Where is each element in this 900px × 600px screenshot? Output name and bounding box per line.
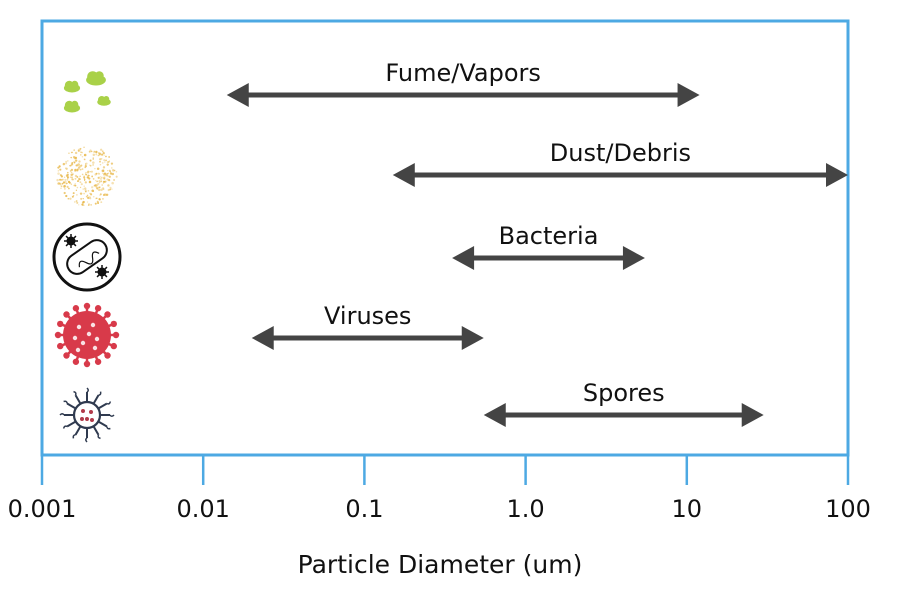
range-label: Dust/Debris <box>550 139 691 167</box>
range-arrowhead-right <box>677 83 700 107</box>
range-label: Spores <box>583 379 665 407</box>
spore-icon <box>59 387 115 443</box>
range-arrowhead-right <box>461 326 484 350</box>
range-fume-vapors: Fume/Vapors <box>226 59 700 107</box>
fume-clouds-icon <box>63 71 111 113</box>
x-tick-label: 1.0 <box>507 495 545 523</box>
range-label: Fume/Vapors <box>385 59 540 87</box>
range-arrowhead-right <box>622 246 645 270</box>
range-arrows: Fume/VaporsDust/DebrisBacteriaVirusesSpo… <box>226 59 848 427</box>
range-viruses: Viruses <box>251 302 484 350</box>
range-arrowhead-left <box>251 326 274 350</box>
dust-particles-icon <box>56 146 118 207</box>
x-axis: 0.001 0.01 0.1 1.0 10 100 <box>8 453 871 523</box>
range-arrowhead-left <box>226 83 249 107</box>
x-tick-label: 0.1 <box>345 495 383 523</box>
range-label: Bacteria <box>499 222 599 250</box>
range-arrowhead-left <box>452 246 475 270</box>
range-bacteria: Bacteria <box>452 222 645 270</box>
x-tick-label: 0.001 <box>8 495 77 523</box>
range-arrowhead-right <box>826 163 848 187</box>
x-tick-label: 10 <box>672 495 703 523</box>
range-label: Viruses <box>324 302 411 330</box>
range-arrowhead-left <box>483 403 506 427</box>
bacteria-icon <box>52 222 122 292</box>
row-icons <box>52 71 122 443</box>
virus-icon <box>54 302 120 368</box>
range-spores: Spores <box>483 379 764 427</box>
range-arrowhead-right <box>741 403 764 427</box>
x-tick-label: 0.01 <box>176 495 229 523</box>
range-arrowhead-left <box>392 163 415 187</box>
range-dust-debris: Dust/Debris <box>392 139 848 187</box>
x-axis-label: Particle Diameter (um) <box>298 550 583 579</box>
x-tick-label: 100 <box>825 495 871 523</box>
